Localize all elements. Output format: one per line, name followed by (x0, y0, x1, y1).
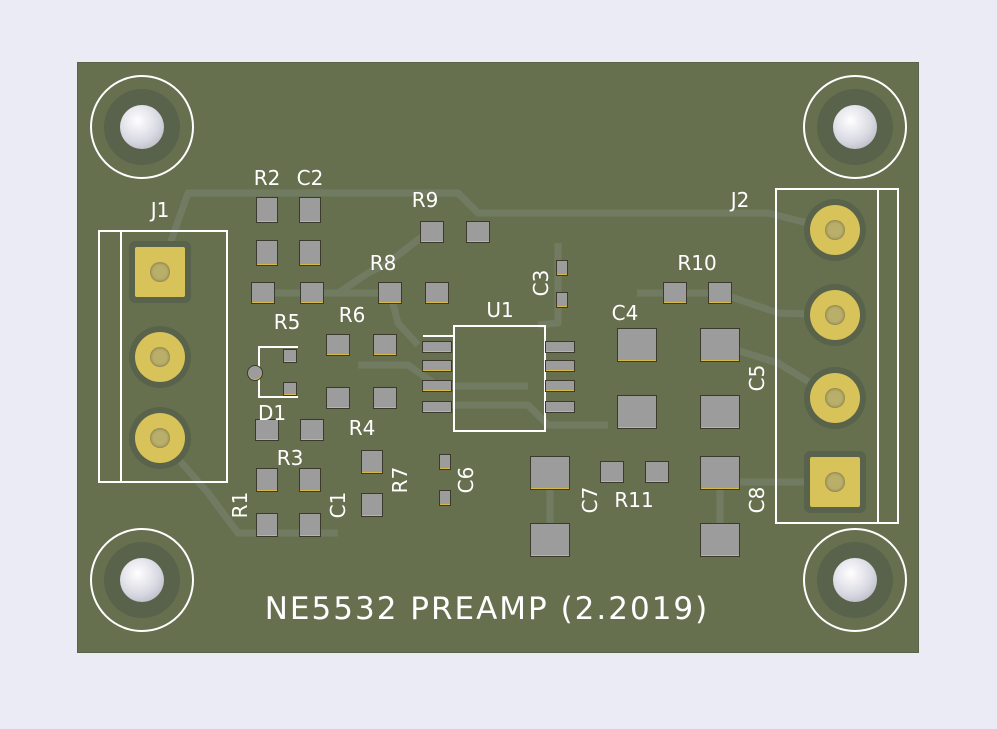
r9-pad (420, 221, 444, 243)
r5-pad (300, 282, 324, 304)
silkscreen-label-c5: C5 (745, 364, 769, 392)
silkscreen-label-c8: C8 (745, 486, 769, 514)
r7-pad (361, 450, 383, 474)
r9-pad (466, 221, 490, 243)
r8-pad (425, 282, 449, 304)
u1-pin-pad (545, 341, 575, 353)
silkscreen-label-r11: R11 (614, 488, 654, 512)
c4-pad (617, 328, 657, 362)
c6-pad (439, 454, 451, 470)
c2-pad (299, 240, 321, 266)
r2-pad (256, 197, 278, 223)
silkscreen-label-c1: C1 (326, 491, 350, 519)
hole-drill (833, 105, 877, 149)
r8-pad (378, 282, 402, 304)
silkscreen-label-r3: R3 (276, 446, 304, 470)
j1-pin-pad (135, 247, 185, 297)
u1-pin-pad (545, 360, 575, 372)
silkscreen-label-r8: R8 (369, 251, 397, 275)
silkscreen-label-c4: C4 (611, 301, 639, 325)
d1-pad (283, 382, 297, 396)
c1-pad (299, 468, 321, 492)
j1-pin-pad (135, 332, 185, 382)
u1-pin1-mark (423, 335, 455, 337)
c1-pad (299, 513, 321, 537)
hole-drill (120, 558, 164, 602)
silkscreen-label-c6: C6 (454, 466, 478, 494)
silkscreen-label-c3: C3 (529, 269, 553, 297)
silkscreen-label-r7: R7 (388, 466, 412, 494)
silkscreen-label-d1: D1 (257, 401, 287, 425)
mounting-hole (803, 528, 907, 632)
pcb-board (78, 63, 918, 652)
r3-pad (300, 419, 324, 441)
mounting-hole (90, 528, 194, 632)
r11-pad (600, 461, 624, 483)
hole-drill (120, 105, 164, 149)
hole-drill (833, 558, 877, 602)
silkscreen-label-j2: J2 (730, 188, 750, 212)
silkscreen-label-c2: C2 (296, 166, 324, 190)
j2-pin-pad (810, 457, 860, 507)
r3-pad (255, 419, 279, 441)
silkscreen-label-r6: R6 (338, 303, 366, 327)
silkscreen-label-c7: C7 (578, 486, 602, 514)
silkscreen-label-r4: R4 (348, 416, 376, 440)
r6-pad (373, 334, 397, 356)
r4-pad (373, 387, 397, 409)
r1-pad (256, 468, 278, 492)
silkscreen-label-j1: J1 (150, 198, 170, 222)
u1-pin-pad (422, 380, 452, 392)
u1-pin-pad (545, 380, 575, 392)
c2-pad (299, 197, 321, 223)
c4-pad (617, 395, 657, 429)
u1-outline (453, 325, 546, 432)
r5-pad (251, 282, 275, 304)
r4-pad (326, 387, 350, 409)
r7-pad (361, 493, 383, 517)
mounting-hole (803, 75, 907, 179)
silkscreen-label-r9: R9 (411, 188, 439, 212)
silkscreen-label-r5: R5 (273, 310, 301, 334)
u1-pin-pad (422, 341, 452, 353)
board-title-silkscreen: NE5532 PREAMP (2.2019) (264, 591, 710, 627)
j2-pin-pad (810, 373, 860, 423)
silkscreen-label-r2: R2 (253, 166, 281, 190)
mounting-hole (90, 75, 194, 179)
j2-pin-pad (810, 205, 860, 255)
u1-pin-pad (545, 401, 575, 413)
j1-pin-pad (135, 413, 185, 463)
j2-pin-pad (810, 290, 860, 340)
u1-pin-pad (422, 401, 452, 413)
c8-pad (700, 523, 740, 557)
r6-pad (326, 334, 350, 356)
r11-pad (645, 461, 669, 483)
c7-pad (530, 456, 570, 490)
silkscreen-label-u1: U1 (486, 298, 514, 322)
c5-pad (700, 395, 740, 429)
c3-pad (556, 260, 568, 276)
u1-pin-pad (422, 360, 452, 372)
j2-outline (775, 188, 899, 524)
r10-pad (708, 282, 732, 304)
silkscreen-label-r10: R10 (677, 251, 717, 275)
j1-outline-inner (120, 230, 122, 483)
j2-outline-inner (877, 188, 879, 524)
c5-pad (700, 328, 740, 362)
silkscreen-label-r1: R1 (228, 491, 252, 519)
r10-pad (663, 282, 687, 304)
r1-pad (256, 513, 278, 537)
d1-pad (247, 365, 263, 381)
j1-outline (98, 230, 228, 483)
c6-pad (439, 490, 451, 506)
c7-pad (530, 523, 570, 557)
c8-pad (700, 456, 740, 490)
d1-pad (283, 349, 297, 363)
c3-pad (556, 292, 568, 308)
r2-pad (256, 240, 278, 266)
